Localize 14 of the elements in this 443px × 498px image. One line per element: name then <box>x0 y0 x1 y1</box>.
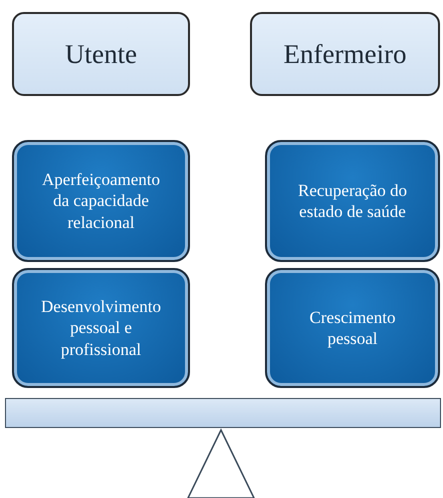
box-text: Utente <box>65 38 137 70</box>
item-box <box>12 140 190 262</box>
box-text: Enfermeiro <box>284 38 406 70</box>
header-box <box>250 12 440 96</box>
scale-beam <box>5 398 441 428</box>
item-box <box>12 268 190 388</box>
fulcrum-triangle <box>188 430 254 498</box>
box-text: Desenvolvimento pessoal e profissional <box>40 296 162 360</box>
box-text: Recuperação do estado de saúde <box>296 180 408 222</box>
item-box <box>265 268 440 388</box>
item-box <box>265 140 440 262</box>
box-text: Aperfeiçoamento da capacidade relacional <box>41 169 161 233</box>
header-box <box>12 12 190 96</box>
box-text: Crescimento pessoal <box>308 306 396 350</box>
